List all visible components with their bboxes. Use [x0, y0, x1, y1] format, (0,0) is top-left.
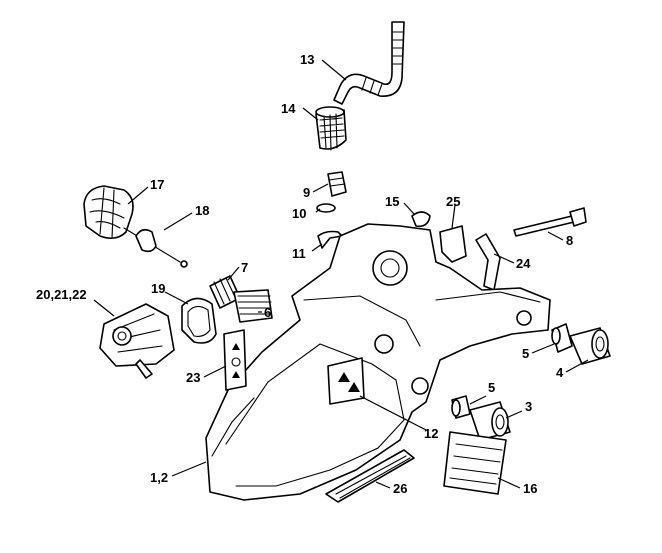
bolt-part	[513, 207, 587, 237]
callout-25: 25	[446, 194, 460, 209]
oil-pump-part	[83, 185, 188, 268]
callout-20-21-22: 20,21,22	[36, 287, 87, 302]
plug-and-ring-part	[316, 171, 347, 213]
callout-1-2: 1,2	[150, 470, 168, 485]
callout-4: 4	[556, 365, 564, 380]
callout-23: 23	[186, 370, 200, 385]
warning-label-part	[223, 329, 247, 391]
buffer-right-part	[551, 323, 611, 365]
callout-26: 26	[393, 481, 407, 496]
callout-24: 24	[516, 256, 531, 271]
callout-12: 12	[424, 426, 438, 441]
callout-14: 14	[281, 101, 296, 116]
callout-8: 8	[566, 233, 573, 248]
anti-vibration-spring-part	[209, 275, 273, 323]
small-fittings-part	[317, 211, 431, 249]
callout-3: 3	[525, 399, 532, 414]
fuel-filter-part	[315, 106, 347, 151]
callout-13: 13	[300, 52, 314, 67]
callout-5-lower: 5	[488, 380, 495, 395]
housing-main-part	[205, 223, 551, 501]
callout-7: 7	[241, 260, 248, 275]
callout-17: 17	[150, 177, 164, 192]
pads-part	[325, 431, 507, 503]
callout-16: 16	[523, 481, 537, 496]
callout-15: 15	[385, 194, 399, 209]
fuel-hose-part	[333, 21, 405, 105]
carburetor-part	[99, 297, 217, 379]
callout-19: 19	[151, 281, 165, 296]
callout-6: 6	[264, 305, 271, 320]
buffer-lower-part	[451, 395, 511, 441]
callout-18: 18	[195, 203, 209, 218]
leader-lines	[93, 59, 589, 489]
callout-labels: 13 14 17 18 9 10 15 25 8 11 24 7 6 19 20…	[36, 52, 573, 496]
callout-10: 10	[292, 206, 306, 221]
callout-5-upper: 5	[522, 346, 529, 361]
callout-11: 11	[292, 246, 306, 261]
callout-9: 9	[303, 185, 310, 200]
